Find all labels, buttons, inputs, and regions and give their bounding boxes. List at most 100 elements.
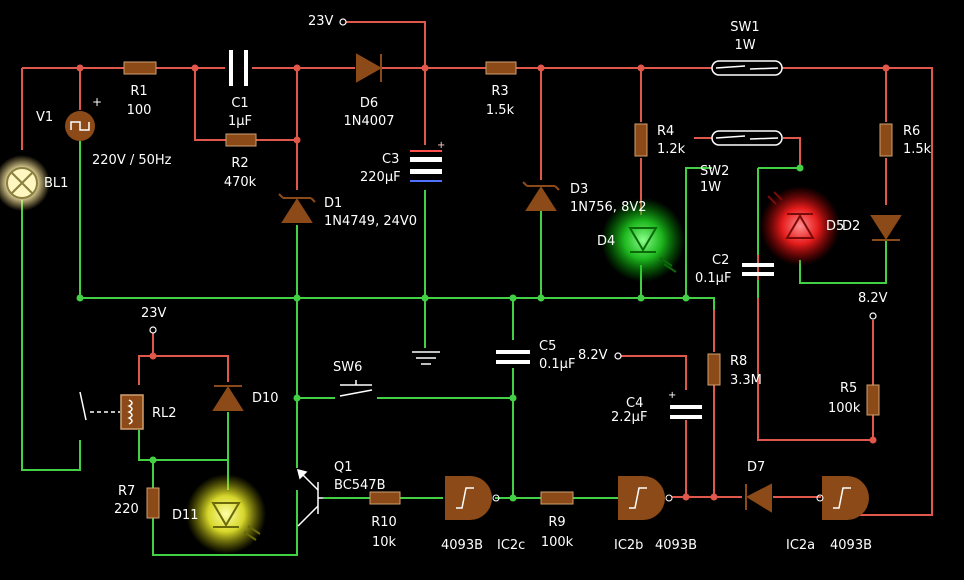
v1-name: V1 <box>36 110 54 125</box>
sw2-symbol <box>711 130 783 146</box>
d2-symbol <box>870 215 902 241</box>
r5-body <box>866 384 880 416</box>
q1-value: BC547B <box>334 478 386 493</box>
diodes <box>212 53 902 513</box>
svg-text:+: + <box>92 95 102 109</box>
gates <box>445 476 869 520</box>
net-8v2-right: 8.2V <box>858 291 888 306</box>
ic2c-name: IC2c <box>497 538 526 553</box>
r2-name: R2 <box>231 156 249 171</box>
r10-body <box>369 491 401 505</box>
d3-symbol <box>522 181 560 211</box>
d10-symbol <box>212 385 244 411</box>
r2-value: 470k <box>223 175 257 190</box>
r8-body <box>707 353 721 386</box>
d1-name: D1 <box>324 196 343 211</box>
d7-name: D7 <box>747 460 766 475</box>
d2-name: D2 <box>842 219 861 234</box>
net-8v2-left: 8.2V <box>578 348 608 363</box>
c1-value: 1µF <box>227 114 253 129</box>
resistors <box>123 61 893 519</box>
c3-symbol <box>410 150 442 182</box>
d3-name: D3 <box>570 182 589 197</box>
r3-body <box>485 61 517 75</box>
c5-symbol <box>496 350 530 364</box>
sw1-value: 1W <box>734 38 756 53</box>
c3-name: C3 <box>382 152 400 167</box>
c2-symbol <box>742 263 774 276</box>
c2-value: 0.1µF <box>695 271 732 286</box>
r7-name: R7 <box>118 484 136 499</box>
r1-name: R1 <box>130 84 148 99</box>
r4-name: R4 <box>657 124 675 139</box>
ic2c-value: 4093B <box>441 538 484 553</box>
ic2b-name: IC2b <box>614 538 644 553</box>
terminals <box>149 18 877 360</box>
d11-name: D11 <box>172 508 199 523</box>
ic2c-symbol <box>445 476 500 520</box>
r5-name: R5 <box>840 381 858 396</box>
ic2a-name: IC2a <box>786 538 816 553</box>
v1-value: 220V / 50Hz <box>92 153 172 168</box>
d11-symbol <box>211 502 261 541</box>
c4-name: C4 <box>626 396 644 411</box>
d1-value: 1N4749, 24V0 <box>324 214 418 229</box>
r6-name: R6 <box>903 124 921 139</box>
sw1-symbol <box>711 60 783 76</box>
bl1-symbol <box>6 167 38 199</box>
sw2-name: SW2 <box>700 164 730 179</box>
r2-body <box>225 133 257 147</box>
d10-name: D10 <box>252 391 279 406</box>
junctions <box>76 64 890 502</box>
r5-value: 100k <box>828 401 861 416</box>
c1-symbol <box>229 50 248 86</box>
ic2b-symbol <box>618 476 673 520</box>
r4-value: 1.2k <box>657 142 686 157</box>
rl2-name: RL2 <box>152 406 177 421</box>
c1-name: C1 <box>231 96 249 111</box>
c4-value: 2.2µF <box>611 410 648 425</box>
r1-value: 100 <box>126 103 152 118</box>
c4-polarity: + <box>668 390 676 401</box>
sw2-value: 1W <box>700 180 722 195</box>
bl1-name: BL1 <box>44 176 69 191</box>
d6-name: D6 <box>359 96 379 111</box>
r8-value: 3.3M <box>730 373 762 388</box>
r9-name: R9 <box>548 515 566 530</box>
net-23v-top: 23V <box>308 14 334 29</box>
d1-symbol <box>278 193 316 223</box>
wires-high <box>21 21 933 516</box>
d5-symbol <box>767 191 815 239</box>
r10-name: R10 <box>371 515 397 530</box>
leds <box>211 191 815 541</box>
c2-name: C2 <box>712 253 730 268</box>
r3-value: 1.5k <box>485 103 515 118</box>
c5-name: C5 <box>539 339 557 354</box>
c3-value: 220µF <box>360 170 401 185</box>
ic2a-value: 4093B <box>830 538 873 553</box>
net-23v-bottom: 23V <box>141 306 167 321</box>
wires-low <box>21 140 887 556</box>
d4-name: D4 <box>597 234 616 249</box>
r6-body <box>879 123 893 157</box>
c5-value: 0.1µF <box>539 357 576 372</box>
r7-body <box>146 487 160 519</box>
d3-value: 1N756, 8V2 <box>570 200 647 215</box>
r6-value: 1.5k <box>903 142 932 157</box>
d4-symbol <box>628 227 677 273</box>
r7-value: 220 <box>114 502 139 517</box>
d6-value: 1N4007 <box>343 114 395 129</box>
c3-polarity: + <box>437 140 445 151</box>
capacitors <box>229 50 774 419</box>
r4-body <box>634 123 648 157</box>
r3-name: R3 <box>491 84 509 99</box>
d5-glow <box>760 186 840 266</box>
d6-symbol <box>356 53 383 83</box>
r1-body <box>123 61 157 75</box>
r8-name: R8 <box>730 354 748 369</box>
d7-symbol <box>745 483 772 513</box>
v1-symbol: + <box>65 95 102 141</box>
q1-name: Q1 <box>334 460 353 475</box>
ic2a-symbol <box>816 476 869 520</box>
ground-icon <box>412 351 440 365</box>
